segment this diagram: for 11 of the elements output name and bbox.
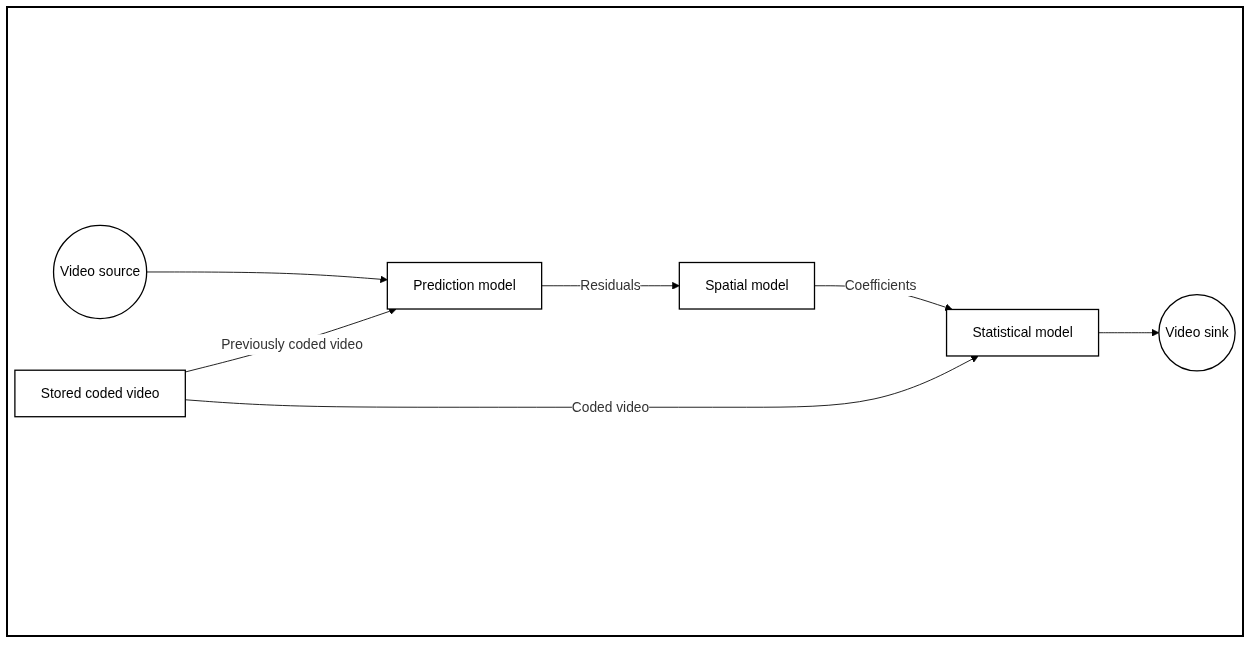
edge-label: Coded video bbox=[571, 399, 650, 415]
diagram-frame: Residuals Coefficients Previously coded video Coded video Video source Prediction model Spatial model Statistical model Video sink Stored coded video bbox=[6, 6, 1244, 637]
node-circle bbox=[1158, 293, 1236, 372]
node-box bbox=[678, 261, 816, 310]
node-box bbox=[386, 261, 543, 310]
node-box bbox=[14, 369, 186, 418]
edge-label: Residuals bbox=[580, 278, 641, 293]
edge-label: Coefficients bbox=[844, 278, 917, 293]
edge-label: Previously coded video bbox=[221, 336, 363, 352]
node-circle bbox=[52, 224, 148, 320]
node-box bbox=[945, 308, 1100, 357]
